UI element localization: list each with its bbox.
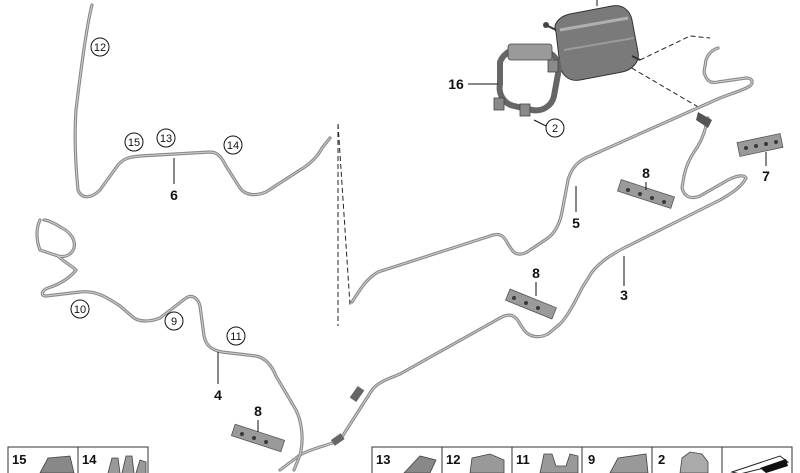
circled-11: 11 bbox=[226, 326, 246, 346]
label-part-5: 5 bbox=[572, 215, 580, 231]
thumbnail-11: 11 bbox=[511, 446, 583, 473]
thumbnail-graphic-arrow bbox=[721, 446, 793, 473]
leader-lines bbox=[173, 83, 767, 432]
clip-7 bbox=[736, 133, 784, 157]
label-part-8-middle: 8 bbox=[532, 265, 540, 281]
svg-text:13: 13 bbox=[160, 133, 172, 145]
label-part-16: 16 bbox=[448, 76, 464, 92]
circled-12: 12 bbox=[90, 37, 110, 57]
fuel-filter bbox=[543, 0, 641, 81]
svg-text:15: 15 bbox=[12, 452, 26, 467]
dashed-connectors bbox=[337, 35, 711, 326]
thumbnail-15: 15 bbox=[7, 446, 79, 473]
label-part-4: 4 bbox=[214, 387, 222, 403]
filter-bracket bbox=[493, 43, 562, 117]
svg-text:13: 13 bbox=[376, 452, 390, 467]
svg-text:14: 14 bbox=[227, 140, 239, 152]
circled-10: 10 bbox=[70, 299, 90, 319]
svg-text:14: 14 bbox=[82, 452, 97, 467]
clip-8-lower bbox=[230, 423, 286, 453]
svg-text:15: 15 bbox=[128, 137, 140, 149]
clip-8-upper bbox=[617, 179, 675, 209]
pipe-4 bbox=[35, 218, 304, 472]
svg-text:12: 12 bbox=[446, 452, 460, 467]
circled-9: 9 bbox=[164, 311, 184, 331]
clip-8-middle bbox=[505, 288, 557, 320]
svg-text:12: 12 bbox=[94, 42, 106, 54]
label-part-7: 7 bbox=[762, 168, 770, 184]
label-part-6: 6 bbox=[170, 187, 178, 203]
thumbnail-14: 14 bbox=[77, 446, 149, 473]
thumbnail-13: 13 bbox=[371, 446, 443, 473]
circled-14: 14 bbox=[223, 135, 243, 155]
circled-13: 13 bbox=[156, 128, 176, 148]
svg-text:2: 2 bbox=[658, 452, 665, 467]
svg-text:9: 9 bbox=[588, 452, 595, 467]
svg-text:11: 11 bbox=[516, 452, 530, 467]
circled-2: 2 bbox=[545, 118, 565, 138]
label-part-8-lower: 8 bbox=[254, 403, 262, 419]
thumbnail-12: 12 bbox=[441, 446, 513, 473]
pipe-5 bbox=[350, 46, 754, 304]
svg-text:10: 10 bbox=[74, 304, 86, 316]
pipe-3 bbox=[278, 112, 748, 472]
svg-text:11: 11 bbox=[230, 331, 241, 343]
label-part-3: 3 bbox=[620, 287, 628, 303]
pipe-6 bbox=[73, 3, 332, 199]
thumbnail-9: 9 bbox=[581, 446, 653, 473]
pipe-connectors bbox=[330, 385, 365, 446]
label-part-8-upper: 8 bbox=[642, 165, 650, 181]
circled-15: 15 bbox=[124, 132, 144, 152]
svg-text:2: 2 bbox=[552, 123, 558, 135]
thumbnail-2: 2 bbox=[651, 446, 723, 473]
svg-text:9: 9 bbox=[171, 316, 177, 328]
